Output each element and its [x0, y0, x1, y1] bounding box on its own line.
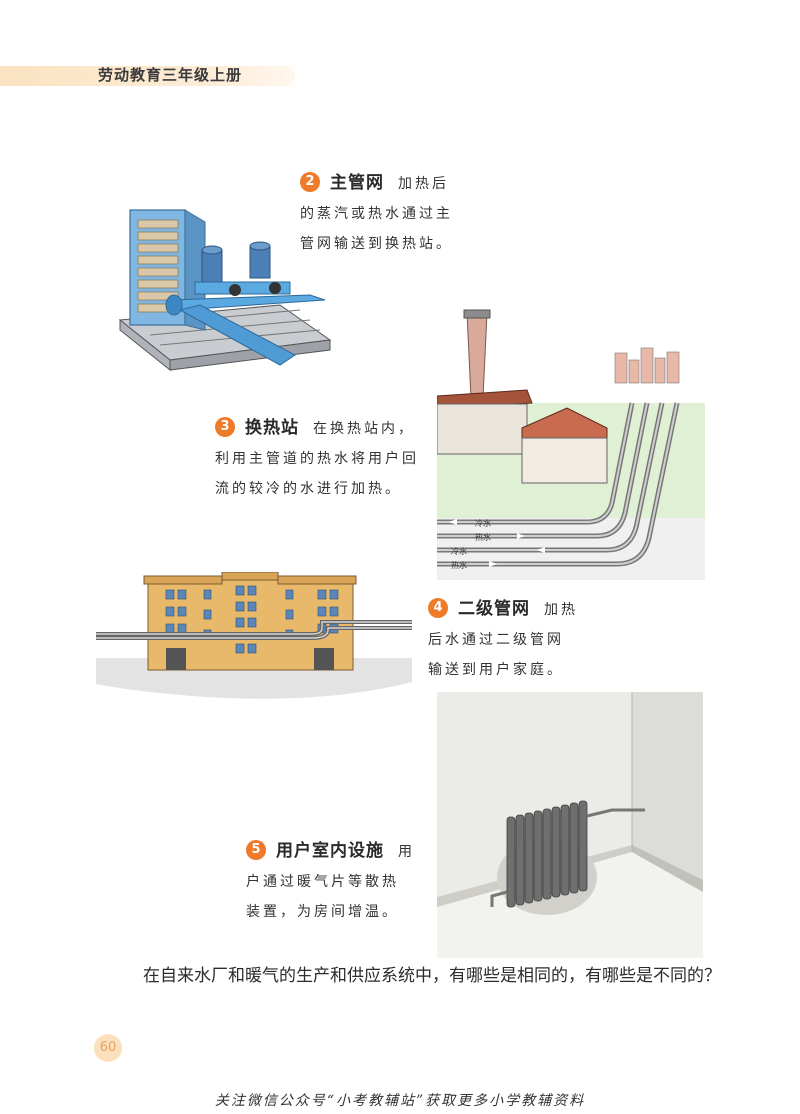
- step-5-number: 5: [246, 840, 266, 860]
- step-4-desc-line2: 后水通过二级管网: [428, 632, 564, 648]
- step-5-desc-line1: 用: [398, 844, 415, 860]
- header-title: 劳动教育三年级上册: [98, 66, 243, 84]
- radiator-room-illustration: [437, 692, 703, 958]
- step-5-text: 5 用户室内设施用 户通过暖气片等散热 装置，为房间增温。: [246, 836, 415, 927]
- step-2-title: 主管网: [330, 173, 384, 193]
- step-4-desc-line3: 输送到用户家庭。: [428, 662, 564, 678]
- step-5-desc-line2: 户通过暖气片等散热: [246, 874, 399, 890]
- step-2-number: 2: [300, 172, 320, 192]
- pump-station-illustration: [118, 209, 332, 372]
- footer-note: 关注微信公众号“小考教辅站”获取更多小学教辅资料: [214, 1093, 586, 1109]
- pipe-label-4: 热水: [451, 560, 467, 570]
- step-3-desc-line3: 流的较冷的水进行加热。: [215, 481, 402, 497]
- step-4-number: 4: [428, 598, 448, 618]
- step-4-desc-line1: 加热: [544, 602, 578, 618]
- step-4-title: 二级管网: [458, 599, 530, 619]
- step-2-desc-line1: 加热后: [398, 176, 449, 192]
- pipe-label-2: 热水: [475, 532, 491, 542]
- step-3-desc-line2: 利用主管道的热水将用户回: [215, 451, 419, 467]
- step-2-text: 2 主管网加热后 的蒸汽或热水通过主 管网输送到换热站。: [300, 168, 453, 259]
- step-2-desc-line3: 管网输送到换热站。: [300, 236, 453, 252]
- heat-exchange-station-illustration: 冷水 热水 冷水 热水: [437, 308, 705, 580]
- step-5-title: 用户室内设施: [276, 841, 384, 861]
- residential-building-illustration: [96, 572, 412, 699]
- page-number: 60: [94, 1034, 122, 1062]
- step-4-text: 4 二级管网加热 后水通过二级管网 输送到用户家庭。: [428, 594, 578, 685]
- step-5-desc-line3: 装置，为房间增温。: [246, 904, 399, 920]
- step-3-desc-line1: 在换热站内，: [313, 421, 415, 437]
- step-2-desc-line2: 的蒸汽或热水通过主: [300, 206, 453, 222]
- discussion-question: 在自来水厂和暖气的生产和供应系统中，有哪些是相同的，有哪些是不同的？: [143, 966, 721, 986]
- pipe-label-1: 冷水: [475, 518, 491, 528]
- step-3-text: 3 换热站在换热站内， 利用主管道的热水将用户回 流的较冷的水进行加热。: [215, 413, 419, 504]
- pipe-label-3: 冷水: [451, 546, 467, 556]
- step-3-number: 3: [215, 417, 235, 437]
- header-band: [0, 66, 295, 86]
- step-3-title: 换热站: [245, 418, 299, 438]
